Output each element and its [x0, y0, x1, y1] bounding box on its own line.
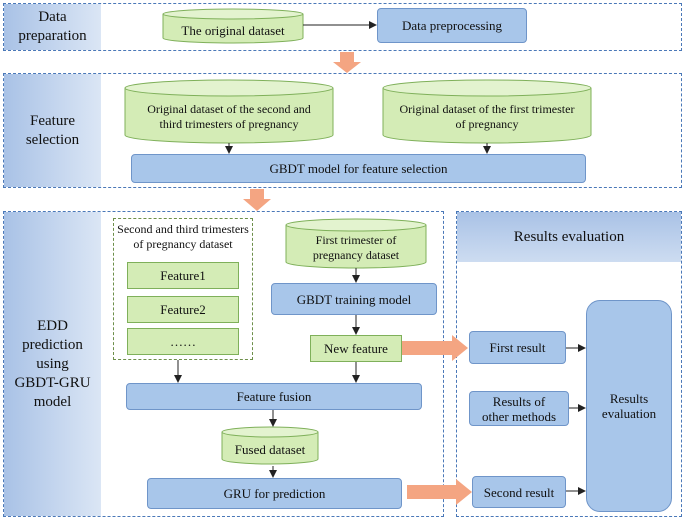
node-first-result: First result [469, 331, 566, 364]
group-second-third-dataset [113, 218, 253, 360]
section-results-evaluation [456, 211, 682, 517]
node-gru-prediction: GRU for prediction [147, 478, 402, 509]
orange-arrow-down-2 [243, 189, 271, 211]
node-original-dataset: The original dataset [181, 22, 285, 38]
cylinder-first-trimester-dataset [285, 218, 427, 269]
section-label-edd-prediction: EDD prediction using GBDT-GRU model [4, 212, 101, 516]
node-feature1: Feature1 [127, 262, 239, 289]
node-feature2: Feature2 [127, 296, 239, 323]
node-new-feature: New feature [310, 335, 402, 362]
section-label-feature-selection: Feature selection [4, 74, 101, 187]
section-data-preparation [3, 3, 682, 51]
orange-arrow-right-gru [407, 479, 472, 505]
node-gbdt-training: GBDT training model [271, 283, 437, 315]
node-second-result: Second result [472, 476, 566, 508]
node-second-third-original: Original dataset of the second and third… [147, 102, 311, 131]
section-label-results-evaluation: Results evaluation [457, 212, 681, 262]
section-edd-prediction [3, 211, 444, 517]
node-feature-more: …… [127, 328, 239, 355]
cylinder-first-trimester-original [382, 79, 592, 144]
node-fused-dataset: Fused dataset [234, 441, 306, 457]
node-first-trimester-dataset: First trimester of pregnancy dataset [312, 233, 400, 262]
node-feature-fusion: Feature fusion [126, 383, 422, 410]
cylinder-original-dataset [162, 8, 304, 44]
node-gbdt-feature-selection: GBDT model for feature selection [131, 154, 586, 183]
section-label-data-preparation: Data preparation [4, 4, 101, 50]
group-second-third-title: Second and third trimesters of pregnancy… [117, 222, 249, 251]
section-feature-selection [3, 73, 682, 188]
orange-arrow-right-new-feature [402, 335, 468, 361]
cylinder-fused-dataset [221, 426, 319, 465]
node-results-evaluation: Results evaluation [586, 300, 672, 512]
node-data-preprocessing: Data preprocessing [377, 8, 527, 43]
node-other-methods: Results of other methods [469, 391, 569, 426]
orange-arrow-down-1 [333, 52, 361, 73]
node-first-trimester-original: Original dataset of the first trimester … [399, 102, 575, 131]
cylinder-second-third-original [124, 79, 334, 144]
